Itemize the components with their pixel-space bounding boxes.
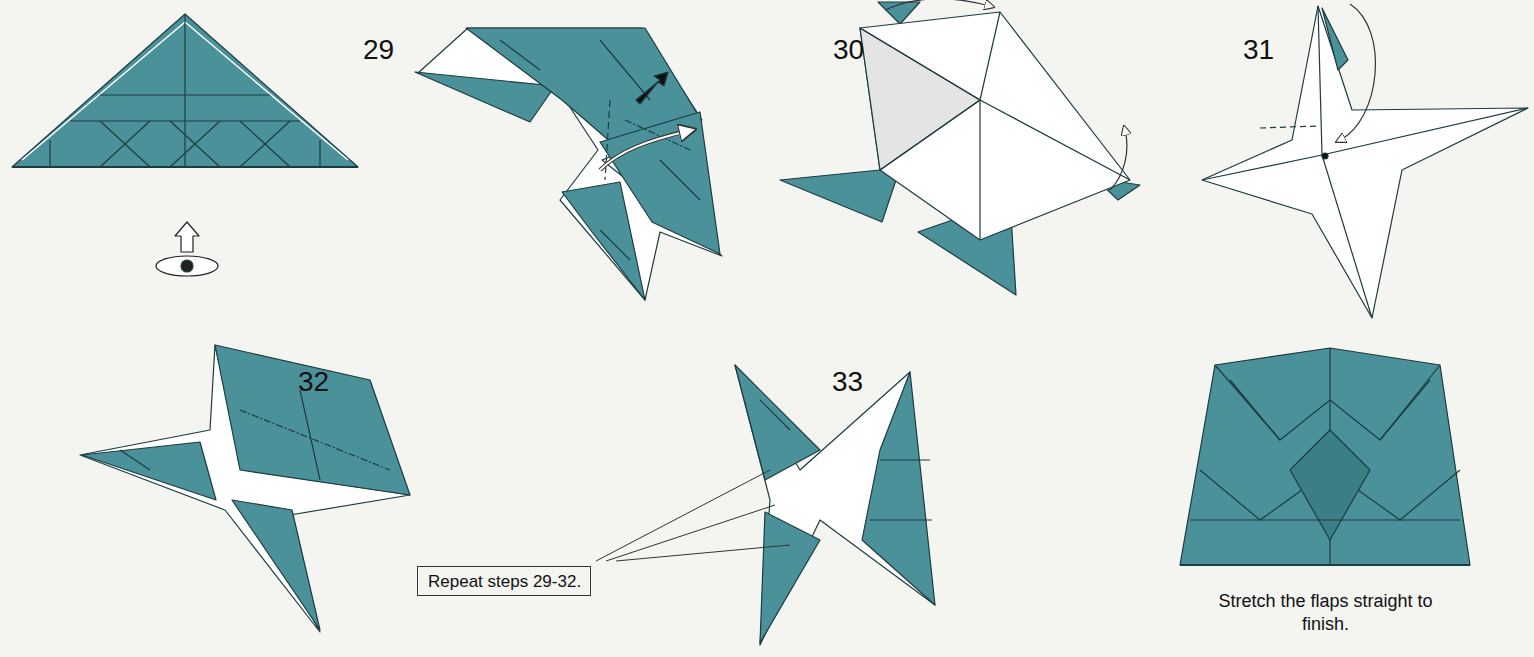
step-number: 32 xyxy=(298,366,329,398)
finish-note: Stretch the flaps straight to finish. xyxy=(1198,590,1453,635)
folded-triangle xyxy=(12,14,358,167)
step-number: 29 xyxy=(363,34,394,66)
step-30-figure xyxy=(780,0,1140,295)
step-number: 30 xyxy=(833,34,864,66)
step-31-figure xyxy=(1202,4,1528,318)
step-number: 33 xyxy=(832,366,863,398)
note-text: Repeat steps 29-32. xyxy=(428,572,580,592)
step-32-figure xyxy=(80,345,410,632)
turn-over-symbol xyxy=(156,222,218,276)
step-29-figure xyxy=(415,28,722,300)
step-33-figure xyxy=(735,365,935,645)
finished-model xyxy=(1180,348,1470,565)
step-number: 31 xyxy=(1243,34,1274,66)
leader-lines xyxy=(596,470,790,561)
note-box: Repeat steps 29-32. xyxy=(417,566,591,596)
